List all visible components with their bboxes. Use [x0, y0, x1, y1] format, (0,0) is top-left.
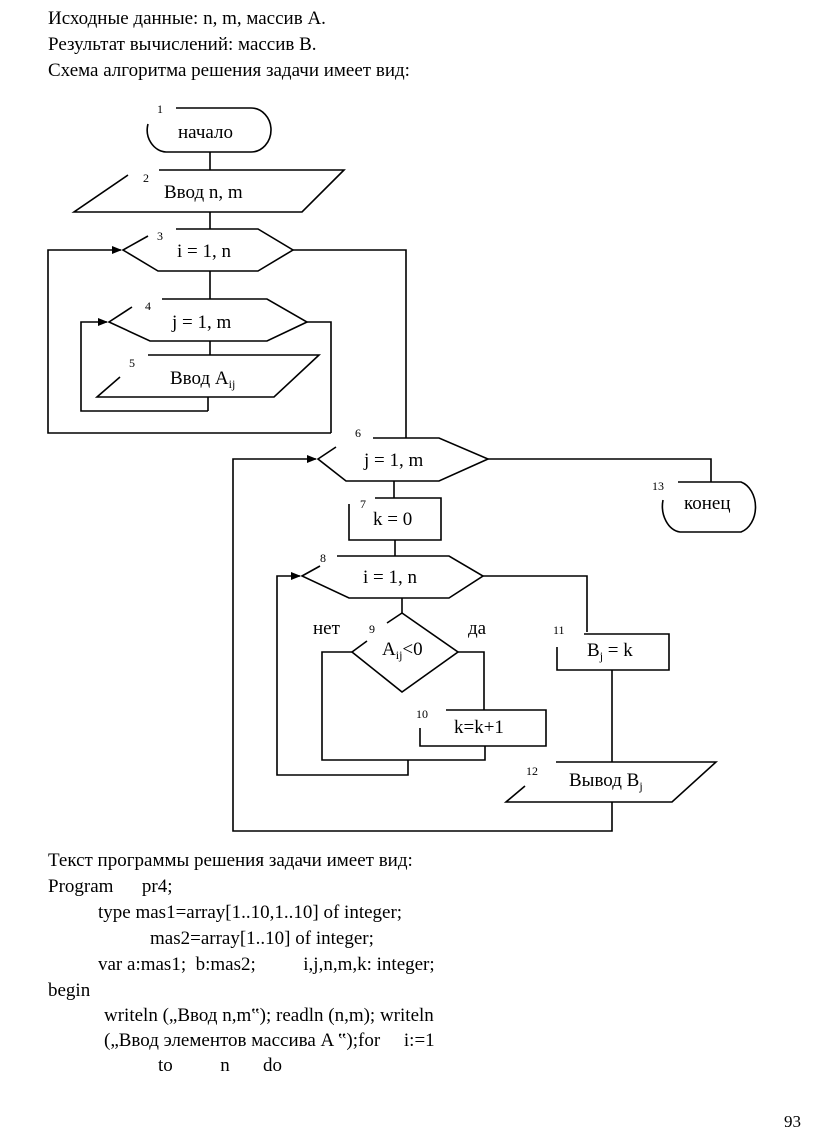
block-5-input: 5 Ввод Aij [94, 354, 322, 398]
code-line: var a:mas1; b:mas2; i,j,n,m,k: integer; [98, 954, 435, 975]
block-4-loop: 4 j = 1, m [107, 298, 309, 342]
page-number: 93 [784, 1112, 801, 1131]
code-line: mas2=array[1..10] of integer; [150, 928, 374, 949]
block-13-end: 13 конец [652, 479, 757, 533]
block-number: 4 [145, 299, 151, 313]
block-3-loop: 3 i = 1, n [121, 228, 295, 272]
branch-yes-label: да [468, 618, 487, 639]
block-number: 13 [652, 479, 664, 493]
loop-j-label: j = 1, m [171, 312, 231, 333]
start-label: начало [178, 122, 233, 143]
intro-line-input-data: Исходные данные: n, m, массив A. [48, 8, 326, 29]
branch-no-label: нет [313, 618, 341, 639]
code-line: to n do [158, 1055, 283, 1076]
program-heading: Текст программы решения задачи имеет вид… [48, 850, 413, 871]
block-number: 8 [320, 551, 326, 565]
block-number: 3 [157, 229, 163, 243]
code-line: begin [48, 980, 91, 1001]
condition-label: Aij<0 [382, 639, 423, 662]
k-increment-label: k=k+1 [454, 717, 504, 738]
code-line: type mas1=array[1..10,1..10] of integer; [98, 902, 403, 923]
intro-line-result: Результат вычислений: массив B. [48, 34, 317, 55]
block-number: 5 [129, 356, 135, 370]
loop-i-inner-label: i = 1, n [363, 567, 417, 588]
code-line: Program pr4; [48, 876, 173, 897]
loop-j-outer-label: j = 1, m [363, 450, 423, 471]
loop-i-label: i = 1, n [177, 241, 231, 262]
block-2-input: 2 Ввод n, m [71, 169, 346, 213]
block-number: 6 [355, 426, 361, 440]
block-number: 9 [369, 622, 375, 636]
output-bj-label: Вывод Bj [569, 770, 643, 793]
block-8-loop: 8 i = 1, n [300, 551, 485, 599]
intro-line-scheme: Схема алгоритма решения задачи имеет вид… [48, 60, 410, 81]
block-number: 1 [157, 102, 163, 116]
block-number: 12 [526, 764, 538, 778]
block-9-decision: 9 Aij<0 нет да [313, 612, 487, 694]
flowchart: 1 начало 2 Ввод n, m 3 i = 1, n 4 j = 1,… [47, 102, 757, 832]
block-6-loop: 6 j = 1, m [316, 426, 490, 482]
block-number: 2 [143, 171, 149, 185]
block-number: 11 [553, 623, 565, 637]
end-label: конец [684, 493, 731, 514]
bj-assign-label: Bj = k [587, 640, 633, 663]
block-7-process: 7 k = 0 [348, 497, 442, 541]
block-11-process: 11 Bj = k [553, 623, 670, 671]
block-12-output: 12 Вывод Bj [503, 761, 719, 803]
block-1-start: 1 начало [146, 102, 272, 153]
code-line: („Ввод элементов массива A ‟);for i:=1 [104, 1030, 435, 1051]
block-number: 10 [416, 707, 428, 721]
block-10-process: 10 k=k+1 [416, 707, 547, 747]
input-a-label: Ввод Aij [170, 368, 235, 391]
code-line: writeln („Ввод n,m‟); readln (n,m); writ… [104, 1005, 434, 1026]
input-n-m-label: Ввод n, m [164, 182, 243, 203]
block-number: 7 [360, 497, 366, 511]
k-init-label: k = 0 [373, 509, 412, 530]
